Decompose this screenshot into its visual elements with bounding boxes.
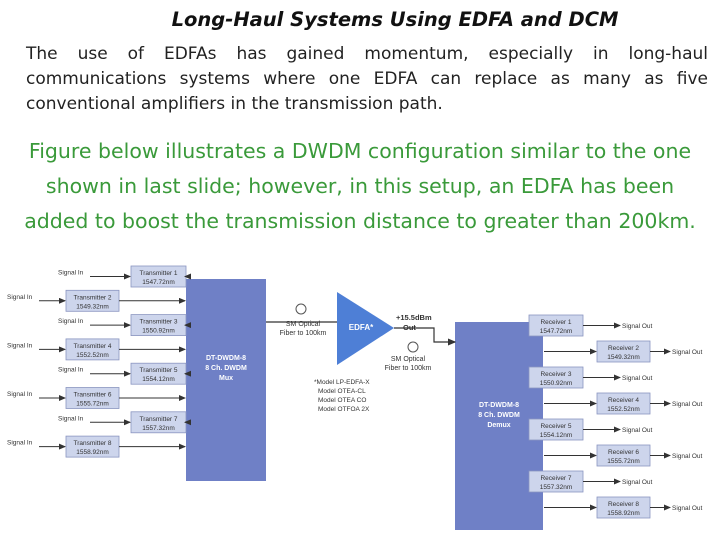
receiver-4-name: Receiver 4 — [608, 397, 639, 404]
transmitter-3-wavelength: 1550.92nm — [142, 328, 175, 335]
fiber-spool-bottom-icon — [407, 341, 419, 353]
transmitter-1-name: Transmitter 1 — [139, 270, 177, 277]
highlight-paragraph: Figure below illustrates a DWDM configur… — [24, 139, 696, 233]
signal-in-4-label: Signal In — [7, 342, 33, 349]
mux-label-line-1: DT-DWDM-8 — [206, 355, 246, 362]
transmitter-3-name: Transmitter 3 — [139, 319, 177, 326]
transmitter-7-name: Transmitter 7 — [139, 416, 177, 423]
signal-out-4-label: Signal Out — [672, 401, 703, 408]
receiver-8-name: Receiver 8 — [608, 501, 639, 508]
transmitter-8-wavelength: 1558.92nm — [76, 449, 109, 456]
receiver-4-wavelength: 1552.52nm — [607, 406, 640, 413]
receiver-1-name: Receiver 1 — [540, 319, 571, 326]
edfa-gain-label: +15.5dBm — [396, 313, 432, 322]
signal-out-5-label: Signal Out — [622, 427, 653, 434]
fiber-top-line-1: SM Optical — [286, 321, 321, 328]
fiber-bottom-line-2: Fiber to 100km — [385, 365, 432, 372]
signal-in-3-label: Signal In — [58, 318, 84, 325]
fiber-spool-top-icon — [295, 303, 307, 315]
transmitter-4-wavelength: 1552.52nm — [76, 352, 109, 359]
mux-label-line-2: 8 Ch. DWDM — [205, 365, 247, 372]
transmitter-5-wavelength: 1554.12nm — [142, 376, 175, 383]
intro-paragraph: The use of EDFAs has gained momentum, es… — [26, 44, 708, 114]
signal-in-2-label: Signal In — [7, 294, 33, 301]
receiver-5-name: Receiver 5 — [540, 423, 571, 430]
fiber-bottom-line-1: SM Optical — [391, 356, 426, 363]
transmitter-4-name: Transmitter 4 — [73, 343, 111, 350]
transmitter-7-wavelength: 1557.32nm — [142, 425, 175, 432]
signal-out-1-label: Signal Out — [622, 323, 653, 330]
signal-out-8-label: Signal Out — [672, 505, 703, 512]
signal-out-6-label: Signal Out — [672, 453, 703, 460]
receiver-3-name: Receiver 3 — [540, 371, 571, 378]
transmitter-5-name: Transmitter 5 — [139, 367, 177, 374]
receiver-6-wavelength: 1555.72nm — [607, 458, 640, 465]
model-note-line-3: Model OTEA CO — [318, 397, 366, 404]
receiver-8-wavelength: 1558.92nm — [607, 510, 640, 517]
transmitter-2-name: Transmitter 2 — [73, 294, 111, 301]
signal-out-3-label: Signal Out — [622, 375, 653, 382]
signal-in-7-label: Signal In — [58, 415, 84, 422]
slide-title: Long-Haul Systems Using EDFA and DCM — [171, 8, 619, 31]
edfa-label: EDFA* — [349, 323, 374, 332]
signal-in-5-label: Signal In — [58, 367, 84, 374]
receiver-5-wavelength: 1554.12nm — [540, 432, 573, 439]
signal-out-7-label: Signal Out — [622, 479, 653, 486]
receiver-1-wavelength: 1547.72nm — [540, 328, 573, 335]
mux-block — [186, 279, 266, 481]
signal-out-2-label: Signal Out — [672, 349, 703, 356]
receiver-6-name: Receiver 6 — [608, 449, 639, 456]
mux-label-line-3: Mux — [219, 375, 233, 382]
signal-in-8-label: Signal In — [7, 440, 33, 447]
signal-in-6-label: Signal In — [7, 391, 33, 398]
receiver-7-name: Receiver 7 — [540, 475, 571, 482]
receiver-2-name: Receiver 2 — [608, 345, 639, 352]
transmitter-6-name: Transmitter 6 — [73, 392, 111, 399]
demux-block — [455, 322, 543, 530]
fiber-top-line-2: Fiber to 100km — [280, 330, 327, 337]
transmitter-1-wavelength: 1547.72nm — [142, 279, 175, 286]
model-note-line-1: *Model LP-EDFA-X — [314, 379, 370, 386]
demux-label-line-1: DT-DWDM-8 — [479, 402, 519, 409]
transmitter-8-name: Transmitter 8 — [73, 440, 111, 447]
fiber-link-edfa-demux — [394, 327, 457, 346]
model-note-line-4: Model OTFOA 2X — [318, 406, 370, 413]
receiver-7-wavelength: 1557.32nm — [540, 484, 573, 491]
demux-label-line-3: Demux — [487, 422, 510, 429]
transmitter-2-wavelength: 1549.32nm — [76, 303, 109, 310]
model-note-line-2: Model OTEA-CL — [318, 388, 366, 395]
demux-label-line-2: 8 Ch. DWDM — [478, 412, 520, 419]
receiver-3-wavelength: 1550.92nm — [540, 380, 573, 387]
signal-in-1-label: Signal In — [58, 270, 84, 277]
transmitter-6-wavelength: 1555.72nm — [76, 401, 109, 408]
edfa-amplifier — [337, 292, 394, 365]
receiver-2-wavelength: 1549.32nm — [607, 354, 640, 361]
